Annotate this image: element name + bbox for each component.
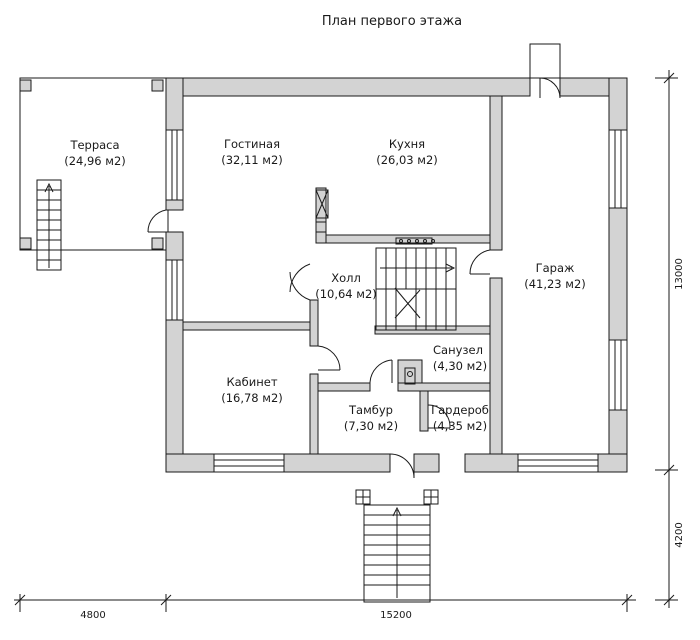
windows bbox=[165, 129, 628, 473]
room-area-kitchen: (26,03 м2) bbox=[376, 153, 438, 167]
room-name-kitchen: Кухня bbox=[389, 137, 425, 151]
room-name-bathroom: Санузел bbox=[433, 343, 483, 357]
dim-porch-depth: 4200 bbox=[674, 522, 685, 547]
terrace-post bbox=[19, 237, 32, 250]
room-area-study: (16,78 м2) bbox=[221, 391, 283, 405]
room-name-hall: Холл bbox=[331, 271, 361, 285]
dim-house-depth: 13000 bbox=[674, 258, 685, 290]
vent-shaft bbox=[529, 43, 561, 79]
plan-title: План первого этажа bbox=[322, 14, 462, 29]
room-area-garage: (41,23 м2) bbox=[524, 277, 586, 291]
room-name-terrace: Терраса bbox=[69, 138, 119, 152]
room-area-bathroom: (4,30 м2) bbox=[433, 359, 487, 373]
room-name-vestibule: Тамбур bbox=[348, 403, 393, 417]
terrace-outline bbox=[19, 77, 169, 251]
dim-house-width: 15200 bbox=[380, 610, 412, 621]
room-labels: Терраса (24,96 м2) Гостиная (32,11 м2) К… bbox=[64, 137, 586, 433]
terrace-area bbox=[19, 77, 169, 271]
terrace-post bbox=[19, 79, 32, 92]
room-area-vestibule: (7,30 м2) bbox=[344, 419, 398, 433]
kitchen-fixtures bbox=[315, 189, 435, 385]
room-area-wardrobe: (4,35 м2) bbox=[433, 419, 487, 433]
room-name-living: Гостиная bbox=[224, 137, 280, 151]
terrace-post bbox=[151, 237, 164, 250]
dimension-lines bbox=[14, 70, 678, 612]
room-area-terrace: (24,96 м2) bbox=[64, 154, 126, 168]
terrace-post bbox=[151, 79, 164, 92]
room-area-hall: (10,64 м2) bbox=[315, 287, 377, 301]
terrace-stairs bbox=[36, 179, 62, 271]
room-name-garage: Гараж bbox=[536, 261, 575, 275]
room-name-study: Кабинет bbox=[226, 375, 277, 389]
doors bbox=[147, 77, 561, 479]
dim-terrace-width: 4800 bbox=[80, 610, 105, 621]
room-name-wardrobe: Гардероб bbox=[431, 403, 489, 417]
entry-stairs bbox=[355, 489, 439, 603]
room-area-living: (32,11 м2) bbox=[221, 153, 283, 167]
interior-stairs bbox=[375, 247, 457, 331]
